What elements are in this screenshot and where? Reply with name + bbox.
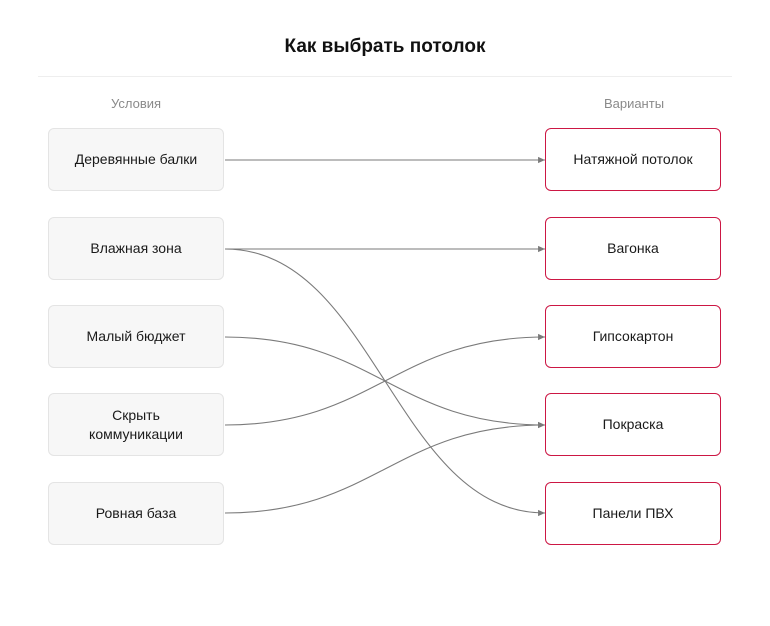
conditions-column-label: Условия <box>110 96 162 111</box>
option-label: Покраска <box>602 416 664 432</box>
option-node-stretch-ceiling: Натяжной потолок <box>545 128 721 191</box>
condition-node-flat-base: Ровная база <box>48 482 224 545</box>
condition-node-small-budget: Малый бюджет <box>48 305 224 368</box>
option-label: Гипсокартон <box>592 328 674 344</box>
option-node-drywall: Гипсокартон <box>545 305 721 368</box>
condition-label: Скрыть коммуникации <box>89 406 183 442</box>
condition-label: Малый бюджет <box>86 328 186 344</box>
condition-label: Ровная база <box>95 505 177 521</box>
options-column-label: Варианты <box>603 96 665 111</box>
condition-node-wet-zone: Влажная зона <box>48 217 224 280</box>
option-label: Панели ПВХ <box>592 505 674 521</box>
connector-c5-o4 <box>224 421 546 514</box>
option-node-lining: Вагонка <box>545 217 721 280</box>
option-label: Натяжной потолок <box>573 151 693 167</box>
condition-node-wooden-beams: Деревянные балки <box>48 128 224 191</box>
option-node-painting: Покраска <box>545 393 721 456</box>
option-label: Вагонка <box>607 240 659 256</box>
connector-c4-o3 <box>224 333 546 426</box>
condition-label: Влажная зона <box>90 240 182 256</box>
condition-label: Деревянные балки <box>74 151 198 167</box>
option-node-pvc-panels: Панели ПВХ <box>545 482 721 545</box>
diagram-title: Как выбрать потолок <box>284 36 486 57</box>
title-divider <box>38 76 732 77</box>
condition-node-hide-utilities: Скрыть коммуникации <box>48 393 224 456</box>
